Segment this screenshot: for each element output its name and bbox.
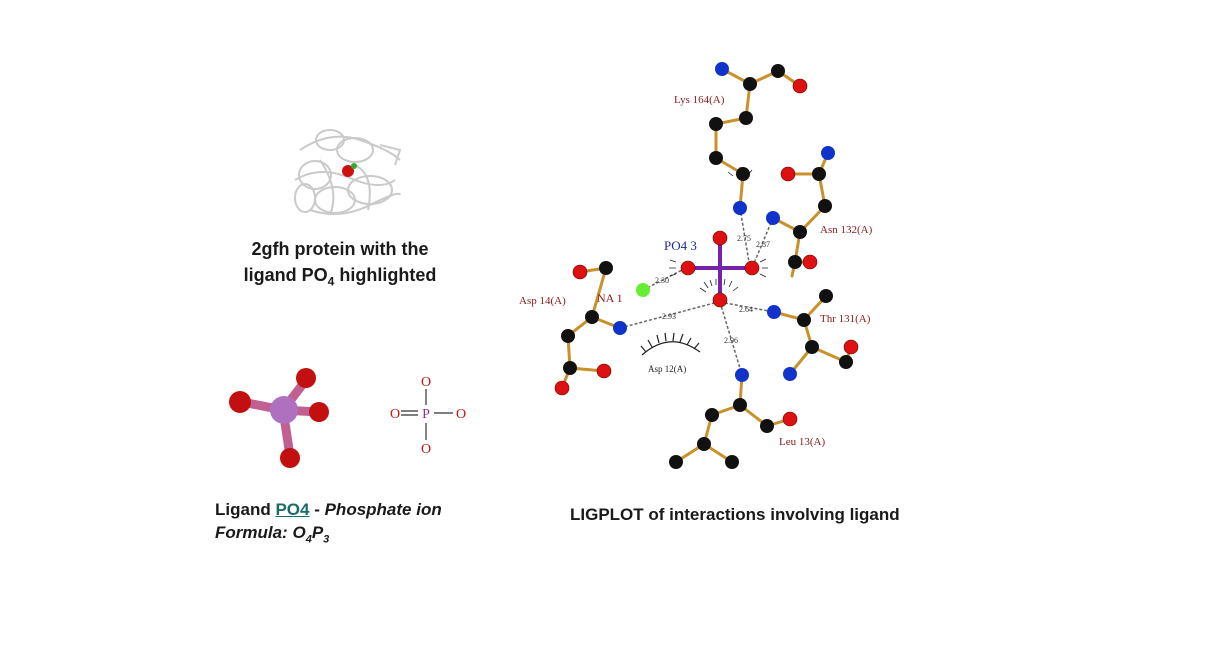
ligand-formula: Formula: O4P3 [215,521,515,551]
ligand-caption-prefix: Ligand [215,500,276,519]
distance-264: 2.64 [739,305,753,314]
residue-label-lys164: Lys 164(A) [674,94,725,106]
formula-p: P [311,523,324,542]
ligand-label: PO4 3 [664,238,697,253]
ligand-caption-line1: Ligand PO4 - Phosphate ion [215,498,515,521]
ligand-name: Phosphate ion [324,500,442,519]
ligand-highlight-small [351,163,357,169]
distance-230: 2.30 [655,276,669,285]
o-atom-left [229,391,251,413]
formula-p-center: P [422,407,430,422]
ligplot-caption: LIGPLOT of interactions involving ligand [570,505,900,524]
o-atom-bottom [280,448,300,468]
formula-o-bottom: O [421,442,431,457]
atoms-carbon [561,64,853,469]
p-atom [270,396,298,424]
sodium-ion-atom [636,283,650,297]
distance-296: 2.96 [724,336,738,345]
distance-287: 2.87 [756,240,770,249]
residue-label-thr131: Thr 131(A) [820,313,871,325]
protein-ribbon [294,129,402,216]
hbond-lines [619,207,775,376]
residue-label-leu13: Leu 13(A) [779,436,825,448]
phosphorus-atom [717,265,723,271]
atoms-oxygen [554,78,859,427]
residue-label-asn132: Asn 132(A) [820,224,873,236]
protein-caption: 2gfh protein with the ligand PO4 highlig… [215,236,465,295]
residue-label-asp12: Asp 12(A) [648,364,686,374]
ligand-po4-link[interactable]: PO4 [275,500,310,519]
ligand-caption-separator: - [309,500,325,519]
o-atom-right [309,402,329,422]
formula-o-right: O [456,407,466,422]
formula-o-top: O [421,375,431,390]
ligand-highlight [342,165,354,177]
formula-o-sub: 4 [305,533,312,546]
o-atom-top [296,368,316,388]
distance-293: 2.93 [662,312,676,321]
formula-o-left: O [390,407,400,422]
ion-label: NA 1 [597,291,623,305]
formula-label: Formula: [215,523,293,542]
formula-o: O [292,523,306,542]
hydrophobic-arc-asp12 [640,332,701,356]
protein-caption-suffix: highlighted [334,265,437,285]
distance-275: 2.75 [737,234,751,243]
protein-caption-line1: 2gfh protein with the [251,239,429,259]
protein-caption-prefix: ligand PO [243,265,328,285]
ligand-caption: Ligand PO4 - Phosphate ion Formula: O4P3 [215,498,515,551]
formula-p-sub: 3 [323,533,330,546]
protein-caption-sub: 4 [327,274,335,289]
residue-label-asp14: Asp 14(A) [519,295,566,307]
protein-caption-line2: ligand PO4 highlighted [215,262,465,295]
atoms-nitrogen [613,62,835,382]
